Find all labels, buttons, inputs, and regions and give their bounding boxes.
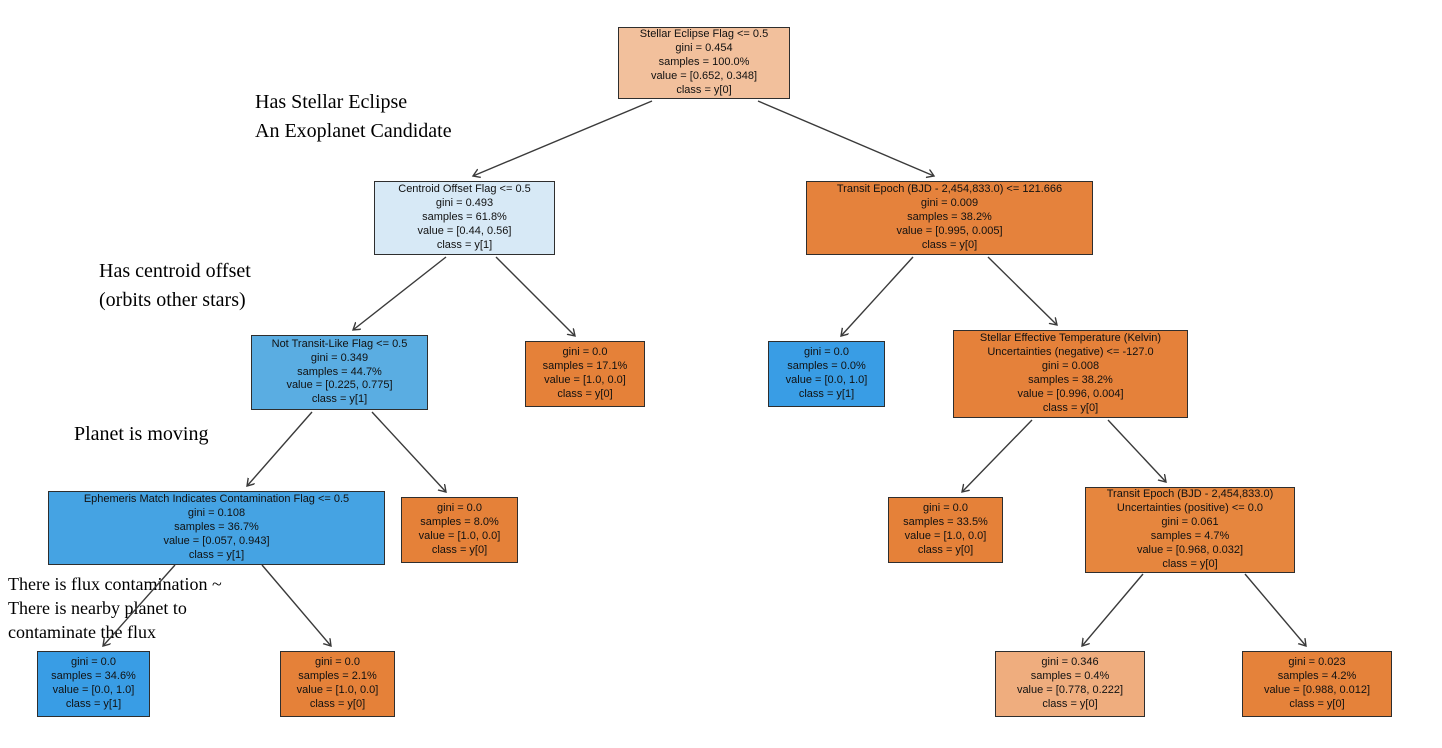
edge-transitunc-right bbox=[1244, 573, 1306, 646]
leaf-samples-17-1: gini = 0.0 samples = 17.1% value = [1.0,… bbox=[525, 341, 645, 407]
edge-transitunc-left bbox=[1082, 573, 1144, 646]
annotation-centroid-offset: Has centroid offset (orbits other stars) bbox=[99, 260, 251, 311]
node-class: class = y[0] bbox=[921, 238, 978, 251]
node-gini: gini = 0.0 bbox=[804, 346, 849, 359]
node-gini: gini = 0.008 bbox=[1041, 360, 1100, 373]
node-transit-epoch-uncertainties: Transit Epoch (BJD - 2,454,833.0) Uncert… bbox=[1085, 487, 1295, 573]
node-samples: samples = 44.7% bbox=[297, 365, 382, 378]
node-class: class = y[0] bbox=[1162, 557, 1218, 570]
node-samples: samples = 8.0% bbox=[420, 516, 499, 529]
node-value: value = [1.0, 0.0] bbox=[296, 684, 379, 696]
node-value: value = [0.0, 1.0] bbox=[785, 374, 868, 386]
edge-stellartemp-left bbox=[962, 419, 1033, 492]
node-condition: Ephemeris Match Indicates Contamination … bbox=[83, 493, 350, 506]
node-samples: samples = 38.2% bbox=[907, 211, 992, 224]
node-condition: Stellar Eclipse Flag <= 0.5 bbox=[639, 28, 769, 41]
node-value: value = [0.0, 1.0] bbox=[52, 684, 135, 696]
node-value: value = [1.0, 0.0] bbox=[544, 374, 626, 386]
node-samples: samples = 0.4% bbox=[1030, 670, 1110, 683]
node-value: value = [0.988, 0.012] bbox=[1263, 684, 1371, 696]
node-class: class = y[0] bbox=[676, 83, 732, 96]
node-value: value = [0.44, 0.56] bbox=[417, 224, 512, 237]
node-gini: gini = 0.009 bbox=[920, 197, 979, 210]
node-samples: samples = 100.0% bbox=[658, 56, 750, 69]
leaf-samples-0-4: gini = 0.346 samples = 0.4% value = [0.7… bbox=[995, 651, 1145, 717]
node-samples: samples = 17.1% bbox=[542, 360, 628, 373]
node-not-transit-like-flag: Not Transit-Like Flag <= 0.5 gini = 0.34… bbox=[251, 335, 428, 410]
node-gini: gini = 0.0 bbox=[562, 346, 608, 359]
annotation-stellar-eclipse: Has Stellar Eclipse An Exoplanet Candida… bbox=[255, 91, 452, 142]
leaf-samples-8-0: gini = 0.0 samples = 8.0% value = [1.0, … bbox=[401, 497, 518, 563]
leaf-samples-0-0: gini = 0.0 samples = 0.0% value = [0.0, … bbox=[768, 341, 885, 407]
node-condition: Centroid Offset Flag <= 0.5 bbox=[398, 183, 531, 196]
node-class: class = y[1] bbox=[798, 387, 855, 400]
node-centroid-offset-flag: Centroid Offset Flag <= 0.5 gini = 0.493… bbox=[374, 181, 555, 255]
edge-root-left bbox=[473, 100, 653, 176]
node-stellar-eclipse-flag: Stellar Eclipse Flag <= 0.5 gini = 0.454… bbox=[618, 27, 790, 99]
node-value: value = [1.0, 0.0] bbox=[904, 530, 987, 542]
node-value: value = [0.057, 0.943] bbox=[163, 534, 270, 547]
node-samples: samples = 4.7% bbox=[1150, 530, 1230, 542]
node-value: value = [0.968, 0.032] bbox=[1136, 543, 1244, 556]
edge-nottransit-left bbox=[247, 411, 313, 486]
edge-centroid-left bbox=[353, 256, 447, 330]
node-samples: samples = 4.2% bbox=[1277, 670, 1357, 683]
node-gini: gini = 0.454 bbox=[675, 42, 733, 55]
node-samples: samples = 38.2% bbox=[1028, 374, 1113, 386]
node-value: value = [0.778, 0.222] bbox=[1016, 684, 1124, 696]
node-samples: samples = 61.8% bbox=[422, 211, 507, 224]
node-class: class = y[1] bbox=[65, 697, 122, 710]
annotation-planet-moving: Planet is moving bbox=[74, 423, 209, 445]
node-class: class = y[0] bbox=[431, 543, 488, 556]
node-value: value = [1.0, 0.0] bbox=[418, 530, 501, 542]
node-condition: Transit Epoch (BJD - 2,454,833.0) Uncert… bbox=[1106, 488, 1274, 515]
leaf-samples-33-5: gini = 0.0 samples = 33.5% value = [1.0,… bbox=[888, 497, 1003, 563]
node-condition: Stellar Effective Temperature (Kelvin) U… bbox=[979, 332, 1162, 359]
edge-transit-right bbox=[987, 256, 1057, 325]
node-value: value = [0.995, 0.005] bbox=[896, 224, 1003, 237]
node-samples: samples = 34.6% bbox=[51, 670, 136, 683]
node-condition: Transit Epoch (BJD - 2,454,833.0) <= 121… bbox=[836, 183, 1063, 196]
leaf-samples-4-2: gini = 0.023 samples = 4.2% value = [0.9… bbox=[1242, 651, 1392, 717]
node-gini: gini = 0.023 bbox=[1288, 656, 1346, 669]
node-class: class = y[0] bbox=[557, 387, 613, 400]
node-gini: gini = 0.0 bbox=[923, 502, 968, 515]
node-class: class = y[0] bbox=[1289, 697, 1345, 710]
node-class: class = y[0] bbox=[917, 543, 974, 556]
edge-centroid-right bbox=[495, 256, 575, 336]
edge-root-right bbox=[757, 100, 934, 176]
node-value: value = [0.996, 0.004] bbox=[1017, 387, 1124, 400]
node-samples: samples = 36.7% bbox=[174, 521, 259, 534]
node-samples: samples = 0.0% bbox=[787, 360, 866, 373]
node-samples: samples = 33.5% bbox=[903, 516, 988, 529]
node-gini: gini = 0.493 bbox=[435, 197, 494, 210]
node-class: class = y[0] bbox=[1042, 697, 1098, 710]
node-gini: gini = 0.0 bbox=[315, 656, 360, 669]
node-gini: gini = 0.061 bbox=[1161, 516, 1219, 529]
leaf-samples-34-6: gini = 0.0 samples = 34.6% value = [0.0,… bbox=[37, 651, 150, 717]
edge-ephemeris-right bbox=[261, 564, 331, 646]
node-class: class = y[1] bbox=[311, 393, 368, 406]
node-class: class = y[1] bbox=[436, 238, 493, 251]
node-stellar-effective-temperature: Stellar Effective Temperature (Kelvin) U… bbox=[953, 330, 1188, 418]
node-gini: gini = 0.0 bbox=[71, 656, 116, 669]
node-ephemeris-match-contamination: Ephemeris Match Indicates Contamination … bbox=[48, 491, 385, 565]
node-condition: Not Transit-Like Flag <= 0.5 bbox=[271, 337, 408, 350]
node-value: value = [0.652, 0.348] bbox=[650, 69, 758, 82]
annotation-flux-contamination: There is flux contamination ~ There is n… bbox=[8, 574, 222, 642]
node-class: class = y[0] bbox=[309, 697, 366, 710]
node-samples: samples = 2.1% bbox=[298, 670, 377, 683]
edge-transit-left bbox=[841, 256, 914, 336]
leaf-samples-2-1: gini = 0.0 samples = 2.1% value = [1.0, … bbox=[280, 651, 395, 717]
node-gini: gini = 0.349 bbox=[310, 351, 369, 364]
node-class: class = y[0] bbox=[1042, 401, 1099, 414]
edge-nottransit-right bbox=[371, 411, 446, 492]
node-transit-epoch: Transit Epoch (BJD - 2,454,833.0) <= 121… bbox=[806, 181, 1093, 255]
node-gini: gini = 0.346 bbox=[1041, 656, 1099, 669]
node-value: value = [0.225, 0.775] bbox=[286, 379, 393, 392]
node-gini: gini = 0.0 bbox=[437, 502, 482, 515]
node-gini: gini = 0.108 bbox=[187, 507, 246, 520]
edge-stellartemp-right bbox=[1107, 419, 1166, 482]
node-class: class = y[1] bbox=[188, 548, 245, 561]
